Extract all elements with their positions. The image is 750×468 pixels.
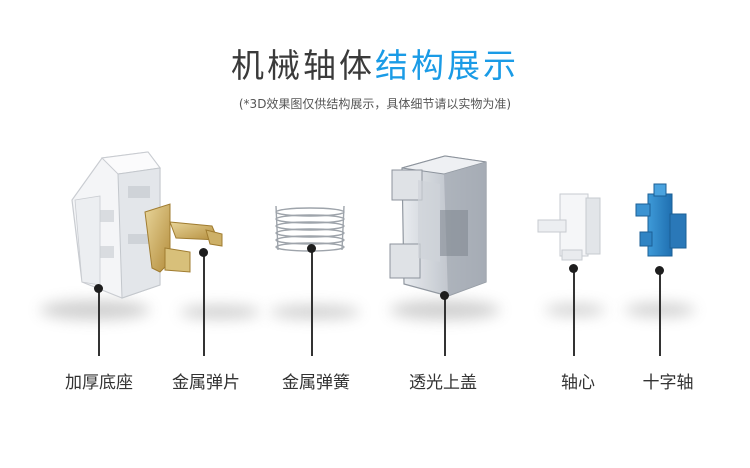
page-title: 机械轴体结构展示 [0,44,750,88]
stem-core-icon [537,193,601,261]
part-label-top: 透光上盖 [409,373,477,393]
transparent-top-housing-icon [389,155,487,297]
leader-dot-core [569,264,578,273]
leader-dot-leaf [199,248,208,257]
leader-dot-top [440,291,449,300]
part-label-spring: 金属弹簧 [282,373,350,393]
part-label-cross: 十字轴 [642,373,694,393]
part-label-base: 加厚底座 [65,373,133,393]
leader-line-spring [311,248,313,356]
part-label-core: 轴心 [561,373,595,393]
leader-line-base [98,288,100,356]
metal-contact-leaf-icon [144,203,223,273]
leader-dot-base [94,284,103,293]
part-label-leaf: 金属弹片 [172,373,240,393]
shadow-group [40,300,695,320]
title-part-blue: 结构展示 [375,46,519,85]
leader-line-top [444,295,446,356]
leader-dot-cross [655,266,664,275]
disclaimer-subtitle: (*3D效果图仅供结构展示，具体细节请以实物为准) [238,97,512,111]
leader-line-core [573,268,575,356]
cross-stem-icon [635,183,687,257]
title-part-dark: 机械轴体 [231,46,375,85]
leader-line-leaf [203,252,205,356]
leader-line-cross [659,270,661,356]
metal-spring-icon [275,205,345,252]
base-housing-icon [71,151,161,299]
leader-dot-spring [307,244,316,253]
